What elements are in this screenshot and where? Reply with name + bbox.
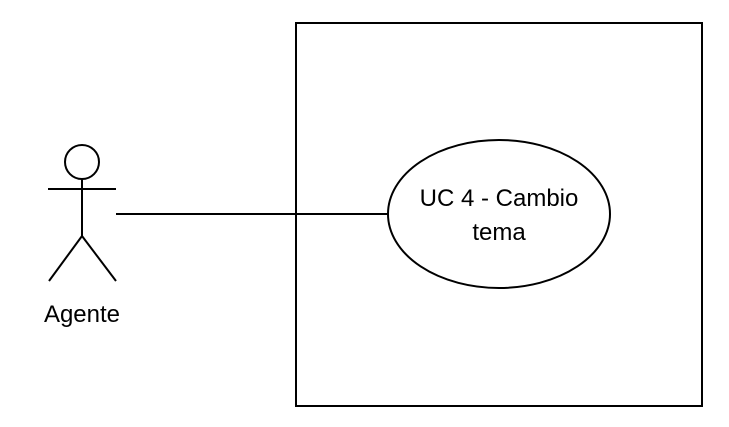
actor-label: Agente xyxy=(44,301,120,328)
actor-agente: Agente xyxy=(44,144,120,328)
actor-right-leg xyxy=(81,235,117,282)
use-case-label-line2: tema xyxy=(472,219,526,246)
use-case-uc4: UC 4 - Cambio tema xyxy=(387,139,611,289)
actor-left-leg xyxy=(48,235,83,282)
actor-head xyxy=(64,144,100,180)
use-case-ellipse xyxy=(387,139,611,289)
use-case-label-line1: UC 4 - Cambio xyxy=(420,185,579,212)
